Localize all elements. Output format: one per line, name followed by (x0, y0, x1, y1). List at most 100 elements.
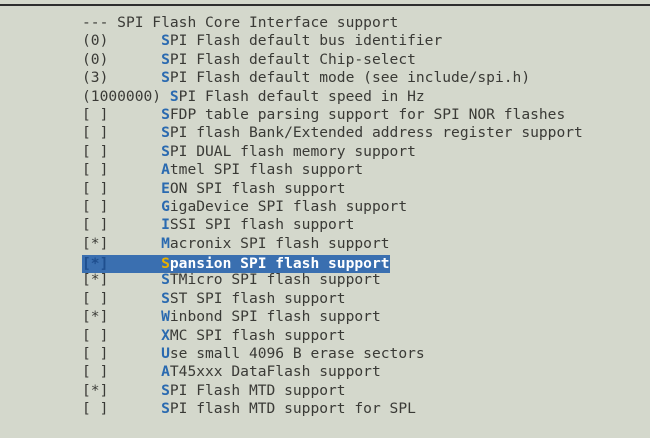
menu-item-prefix: (0) (82, 32, 162, 50)
menu-row-wrapper: [ ] GigaDevice SPI flash support (82, 198, 642, 216)
menu-item[interactable]: [*] SPI Flash MTD support (82, 382, 642, 400)
menu-item[interactable]: [*] Macronix SPI flash support (82, 235, 642, 253)
menu-row-wrapper: [ ] Atmel SPI flash support (82, 161, 642, 179)
menu-item-hotkey: A (161, 161, 170, 179)
menu-item[interactable]: (1000000) SPI Flash default speed in Hz (82, 88, 642, 106)
menu-row-wrapper: [ ] SST SPI flash support (82, 290, 642, 308)
menu-item-hotkey: A (161, 363, 170, 381)
menu-row-wrapper: [*] Macronix SPI flash support (82, 235, 642, 253)
menu-item-prefix: [ ] (82, 289, 162, 307)
menu-item[interactable]: [ ] SPI flash MTD support for SPL (82, 400, 642, 418)
menu-item-hotkey: X (161, 326, 170, 344)
menu-row-wrapper: (0) SPI Flash default Chip-select (82, 51, 642, 69)
menu-item[interactable]: [ ] AT45xxx DataFlash support (82, 363, 642, 381)
menu-item-prefix: [ ] (82, 216, 162, 234)
menu-item-label: acronix SPI flash support (169, 234, 390, 252)
menu-item-prefix: [ ] (82, 197, 162, 215)
menu-item-prefix: [ ] (82, 400, 162, 418)
menu-item-hotkey: S (161, 32, 170, 50)
menu-item-hotkey: S (161, 271, 170, 289)
menu-row-wrapper: --- SPI Flash Core Interface support (82, 14, 642, 32)
menu-item-label: SSI SPI flash support (169, 216, 355, 234)
menu-item-label: ST SPI flash support (169, 289, 346, 307)
menu-row-wrapper: [ ] Use small 4096 B erase sectors (82, 345, 642, 363)
menu-item[interactable]: (0) SPI Flash default bus identifier (82, 32, 642, 50)
menu-item-prefix: [ ] (82, 105, 162, 123)
menu-item-label: PI Flash default Chip-select (169, 50, 416, 68)
menu-item[interactable]: [ ] Atmel SPI flash support (82, 161, 642, 179)
menu-item-prefix: [ ] (82, 326, 162, 344)
menu-item-selected[interactable]: [*] Spansion SPI flash support (82, 255, 390, 274)
menu-item-hotkey: S (161, 69, 170, 87)
menu-item[interactable]: [*] STMicro SPI flash support (82, 271, 642, 289)
menu-item-label: se small 4096 B erase sectors (169, 345, 425, 363)
menu-item-prefix: [*] (82, 271, 162, 289)
menu-item[interactable]: [ ] GigaDevice SPI flash support (82, 198, 642, 216)
menu-row-wrapper: [*] SPI Flash MTD support (82, 382, 642, 400)
menu-row-wrapper: [ ] SPI DUAL flash memory support (82, 143, 642, 161)
menu-row-wrapper: [ ] SFDP table parsing support for SPI N… (82, 106, 642, 124)
menu-row-wrapper: [ ] XMC SPI flash support (82, 327, 642, 345)
menu-item[interactable]: [ ] EON SPI flash support (82, 180, 642, 198)
menu-item-prefix: (3) (82, 69, 162, 87)
menu-item-prefix: [ ] (82, 161, 162, 179)
menu-item-hotkey: S (169, 87, 179, 105)
menu-item-hotkey: S (161, 255, 170, 273)
menu-row-wrapper: [ ] ISSI SPI flash support (82, 216, 642, 234)
menu-item[interactable]: [ ] SPI DUAL flash memory support (82, 143, 642, 161)
menu-item[interactable]: [ ] SST SPI flash support (82, 290, 642, 308)
menu-item-label: igaDevice SPI flash support (169, 197, 408, 215)
menu-item-label: TMicro SPI flash support (169, 271, 381, 289)
menu-item[interactable]: (3) SPI Flash default mode (see include/… (82, 69, 642, 87)
menu-item-prefix: [*] (82, 381, 162, 399)
menu-item-hotkey: S (161, 142, 170, 160)
menu-item-label: tmel SPI flash support (169, 161, 364, 179)
menu-item-label: PI Flash MTD support (169, 381, 346, 399)
menu-item-label: ON SPI flash support (169, 179, 346, 197)
menu-row-wrapper: [*] Winbond SPI flash support (82, 308, 642, 326)
menu-item-hotkey: W (161, 308, 170, 326)
menu-item-hotkey: I (161, 216, 170, 234)
menu-item-prefix: [*] (82, 308, 162, 326)
menu-item-hotkey: S (161, 124, 170, 142)
menu-item-hotkey: U (161, 345, 170, 363)
menu-item-prefix: [ ] (82, 363, 162, 381)
menu-item-prefix: [ ] (82, 142, 162, 160)
menu-section-header: --- SPI Flash Core Interface support (82, 14, 642, 32)
menu-row-wrapper: [ ] SPI flash MTD support for SPL (82, 400, 642, 418)
menu-item[interactable]: [ ] SFDP table parsing support for SPI N… (82, 106, 642, 124)
menu-item-prefix: (0) (82, 50, 162, 68)
menu-item-label: FDP table parsing support for SPI NOR fl… (169, 105, 566, 123)
menu-item-hotkey: G (161, 197, 170, 215)
menu-item[interactable]: [*] Winbond SPI flash support (82, 308, 642, 326)
menu-item-label: PI flash Bank/Extended address register … (169, 124, 583, 142)
menu-item-prefix: --- (82, 14, 118, 31)
menu-item[interactable]: [ ] SPI flash Bank/Extended address regi… (82, 124, 642, 142)
menu-item[interactable]: (0) SPI Flash default Chip-select (82, 51, 642, 69)
menu-item-label: inbond SPI flash support (169, 308, 381, 326)
menu-item-hotkey: S (161, 289, 170, 307)
menu-item-hotkey: S (161, 105, 170, 123)
menu-item-hotkey: M (161, 234, 170, 252)
menu-item-label: SPI Flash Core Interface support (117, 14, 399, 31)
menu-item-prefix: (1000000) (82, 87, 170, 105)
menu-row-wrapper: (0) SPI Flash default bus identifier (82, 32, 642, 50)
menu-item-label: MC SPI flash support (169, 326, 346, 344)
menu-item[interactable]: [ ] ISSI SPI flash support (82, 216, 642, 234)
menu-item-prefix: [ ] (82, 345, 162, 363)
menu-row-wrapper: (3) SPI Flash default mode (see include/… (82, 69, 642, 87)
menu-item-hotkey: S (161, 381, 170, 399)
menu-item[interactable]: [ ] Use small 4096 B erase sectors (82, 345, 642, 363)
menu-item-prefix: [*] (82, 255, 162, 273)
menu-row-wrapper: [ ] EON SPI flash support (82, 180, 642, 198)
menu-item[interactable]: [ ] XMC SPI flash support (82, 327, 642, 345)
menu-row-wrapper: [*] Spansion SPI flash support (82, 253, 642, 274)
menu-row-wrapper: [ ] AT45xxx DataFlash support (82, 363, 642, 381)
menu-item-label: pansion SPI flash support (169, 255, 390, 273)
menu-row-wrapper: [ ] SPI flash Bank/Extended address regi… (82, 124, 642, 142)
menu-item-label: PI Flash default speed in Hz (178, 87, 425, 105)
menu-option-list[interactable]: --- SPI Flash Core Interface support(0) … (82, 14, 642, 419)
window-top-rule (0, 4, 650, 6)
menu-item-hotkey: E (161, 179, 170, 197)
menu-row-wrapper: (1000000) SPI Flash default speed in Hz (82, 88, 642, 106)
